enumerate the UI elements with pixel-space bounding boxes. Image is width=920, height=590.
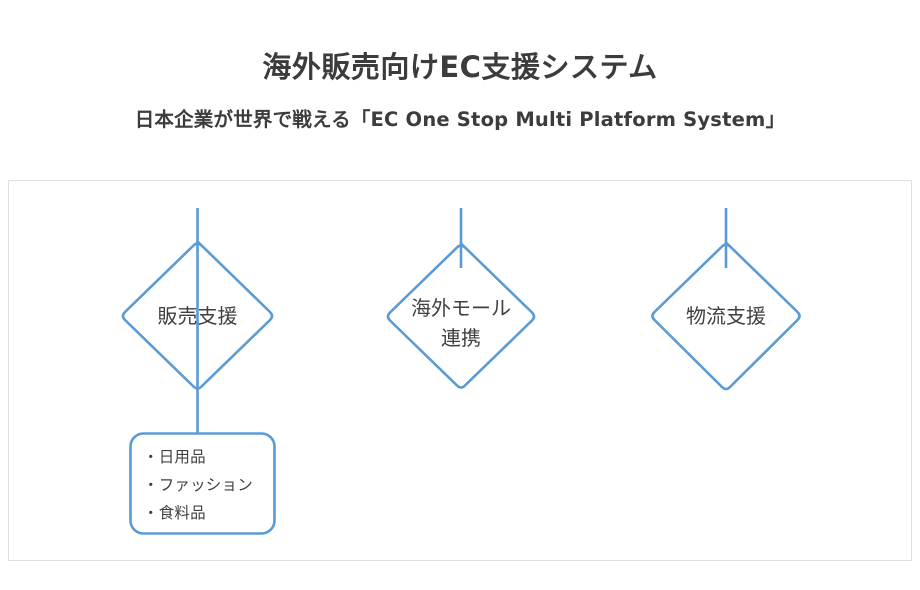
list-item: ・ファッション (143, 476, 253, 495)
diamond-sales-support[interactable] (121, 240, 274, 390)
connector-group (196, 208, 728, 433)
box-product-categories[interactable] (129, 432, 276, 535)
page-title: 海外販売向けEC支援システム (262, 50, 658, 84)
product-category-list: ・日用品 ・ファッション ・食料品 (143, 443, 273, 528)
list-item: ・日用品 (143, 448, 206, 466)
list-item: ・食料品 (143, 504, 206, 523)
diamond-overseas-mall[interactable] (386, 242, 536, 389)
diamond-logistics[interactable] (651, 241, 801, 391)
page-subtitle: 日本企業が世界で戦える「EC One Stop Multi Platform S… (134, 108, 786, 131)
